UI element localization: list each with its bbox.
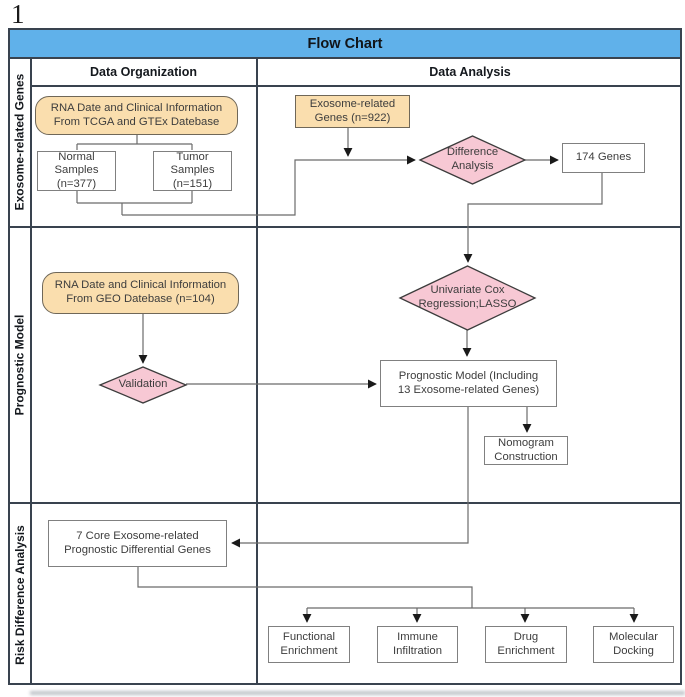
node-drug-enrichment: Drug Enrichment — [485, 626, 567, 663]
page-edge-shadow — [30, 691, 685, 695]
node-univariate-cox-lasso: Univariate Cox Regression;LASSO — [418, 284, 517, 310]
node-tcga-gtex-data: RNA Date and Clinical Information From T… — [35, 96, 238, 135]
row-label-divider — [30, 57, 32, 685]
chart-title: Flow Chart — [307, 35, 383, 52]
row-label-prognostic-model: Prognostic Model — [12, 314, 27, 416]
node-prognostic-model: Prognostic Model (Including 13 Exosome-r… — [380, 360, 557, 407]
header-divider — [31, 85, 682, 87]
row-label-risk-difference-analysis: Risk Difference Analysis — [12, 524, 27, 665]
node-exosome-related-genes: Exosome-related Genes (n=922) — [295, 95, 410, 128]
node-difference-analysis: Difference Analysis — [446, 146, 499, 172]
column-header-data-analysis: Data Analysis — [429, 64, 511, 79]
node-functional-enrichment: Functional Enrichment — [268, 626, 350, 663]
node-nomogram-construction: Nomogram Construction — [484, 436, 568, 465]
node-7-core-genes: 7 Core Exosome-related Prognostic Differ… — [48, 520, 227, 567]
node-molecular-docking: Molecular Docking — [593, 626, 674, 663]
section-divider-1 — [8, 226, 682, 229]
row-label-exosome-related-genes: Exosome-related Genes — [12, 73, 27, 210]
column-divider — [256, 57, 258, 685]
node-normal-samples: Normal Samples (n=377) — [37, 151, 116, 191]
section-divider-2 — [8, 502, 682, 505]
node-validation: Validation — [118, 378, 168, 391]
column-header-data-organization: Data Organization — [90, 64, 197, 79]
node-tumor-samples: Tumor Samples (n=151) — [153, 151, 232, 191]
page-number: 1 — [11, 0, 25, 29]
node-174-genes: 174 Genes — [562, 143, 645, 173]
chart-title-bar: Flow Chart — [8, 28, 682, 59]
node-geo-data: RNA Date and Clinical Information From G… — [42, 272, 239, 314]
node-immune-infiltration: Immune Infiltration — [377, 626, 458, 663]
